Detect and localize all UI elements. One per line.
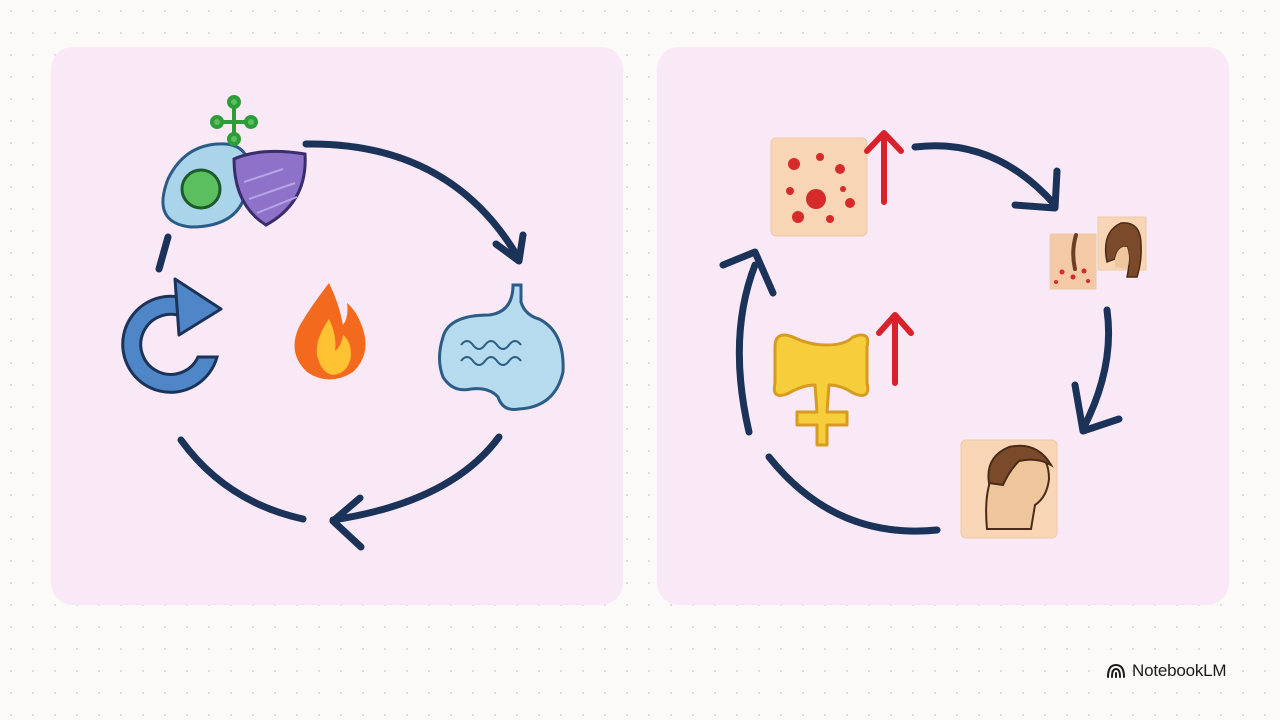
notebooklm-brand: NotebookLM — [1106, 659, 1227, 683]
cycle-arrow-top — [911, 142, 1061, 212]
cycle-arrow-top-right — [302, 140, 527, 265]
left-cycle-panel — [51, 47, 623, 605]
cycle-arrow-left — [719, 248, 777, 436]
skin-bumps-icon — [770, 137, 868, 237]
hair-skin-icon — [1049, 216, 1147, 290]
head-profile-icon — [960, 439, 1058, 539]
left-cycle-diagram — [121, 95, 565, 551]
notebooklm-logo-icon — [1107, 663, 1125, 678]
adrenal-gland-icon — [772, 333, 870, 447]
up-arrow-icon — [864, 130, 904, 205]
right-cycle-panel — [657, 47, 1229, 605]
cycle-arrow-right — [1071, 306, 1123, 435]
up-arrow-icon — [876, 312, 914, 386]
intestine-icon — [438, 283, 565, 411]
immune-cell-shield-icon — [161, 95, 307, 229]
fire-icon — [294, 283, 366, 380]
cycle-arrow-bottom — [765, 453, 941, 535]
brand-name: NotebookLM — [1132, 661, 1227, 680]
cycle-arrow-left-dash — [155, 233, 172, 273]
cycle-arrow-bottom-left — [177, 436, 307, 523]
refresh-cycle-icon — [121, 277, 223, 394]
cycle-arrow-bottom-right — [329, 433, 503, 551]
right-cycle-diagram — [719, 130, 1147, 539]
